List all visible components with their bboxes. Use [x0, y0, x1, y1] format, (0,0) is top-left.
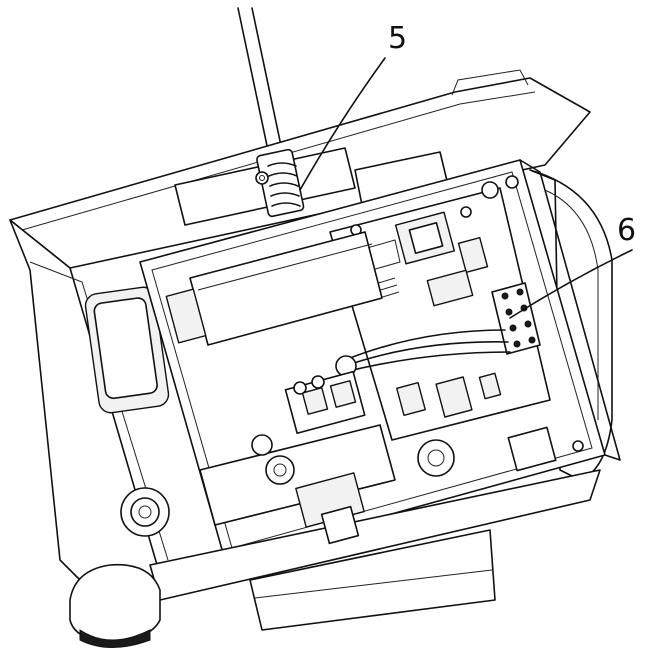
bottom-plate — [149, 469, 601, 631]
knob — [120, 487, 170, 537]
callout-label-6: 6 — [617, 213, 636, 248]
circuit-board — [329, 175, 551, 441]
leader-line-5 — [299, 57, 386, 191]
spring — [255, 148, 305, 218]
terminal-block — [491, 282, 541, 355]
lower-mechanism — [199, 424, 584, 545]
relay-switch — [284, 370, 366, 435]
foot — [69, 563, 161, 648]
rod — [237, 7, 285, 161]
leader-lines — [299, 57, 633, 319]
leader-line-6 — [509, 249, 633, 319]
wire-bundle — [335, 329, 511, 377]
callout-label-5: 5 — [388, 21, 407, 56]
heater-cartridge — [165, 231, 383, 346]
